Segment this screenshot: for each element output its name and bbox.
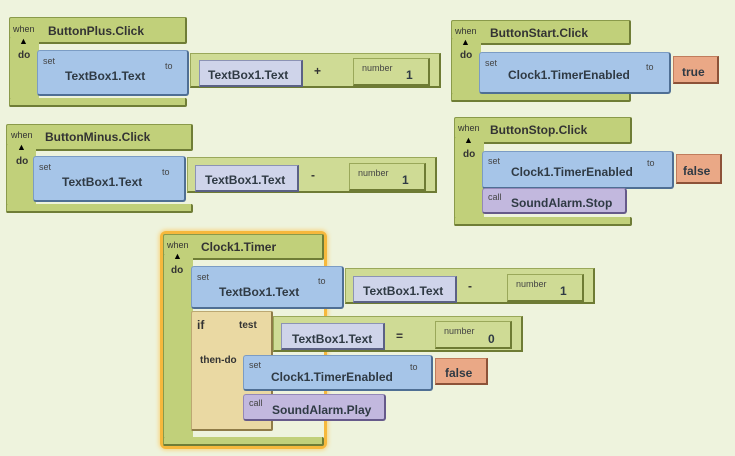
to-label: to xyxy=(646,62,654,72)
when-label: when xyxy=(167,240,189,250)
number-value[interactable]: 1 xyxy=(406,68,413,82)
test-label: test xyxy=(239,320,257,331)
boolean-false-block[interactable]: false xyxy=(435,358,488,385)
collapse-triangle-icon[interactable]: ▲ xyxy=(173,251,182,261)
do-label: do xyxy=(463,149,476,160)
call-label: call xyxy=(488,192,502,202)
call-method: SoundAlarm.Stop xyxy=(511,196,613,210)
event-block-buttonstart-click[interactable]: when ▲ ButtonStart.Click do xyxy=(451,20,631,102)
getter-label: TextBox1.Text xyxy=(292,332,373,346)
event-name: ButtonMinus.Click xyxy=(45,130,151,144)
do-label: do xyxy=(16,156,29,167)
number-block[interactable]: number 0 xyxy=(435,321,512,349)
operator-equals: = xyxy=(396,329,404,343)
event-footer xyxy=(163,437,324,446)
collapse-triangle-icon[interactable]: ▲ xyxy=(464,135,473,145)
event-block-clock1-timer[interactable]: when ▲ Clock1.Timer do xyxy=(163,234,324,446)
number-value[interactable]: 1 xyxy=(560,284,567,298)
event-do-column xyxy=(9,37,39,107)
number-label: number xyxy=(358,168,389,178)
set-label: set xyxy=(43,56,56,66)
set-target: TextBox1.Text xyxy=(219,285,300,299)
when-label: when xyxy=(11,130,33,140)
collapse-triangle-icon[interactable]: ▲ xyxy=(19,36,28,46)
set-block-clock1-timerenabled[interactable]: set Clock1.TimerEnabled to xyxy=(482,151,674,189)
when-label: when xyxy=(455,26,477,36)
event-footer xyxy=(454,217,632,226)
getter-textbox1-text[interactable]: TextBox1.Text xyxy=(195,165,299,192)
boolean-value[interactable]: false xyxy=(683,164,711,178)
set-label: set xyxy=(249,360,262,370)
event-name: Clock1.Timer xyxy=(201,240,277,254)
to-label: to xyxy=(647,158,655,168)
operator-plus: + xyxy=(314,64,322,78)
set-label: set xyxy=(485,58,498,68)
set-block-clock1-timerenabled[interactable]: set Clock1.TimerEnabled to xyxy=(479,52,671,94)
then-do-label: then-do xyxy=(200,355,237,366)
getter-textbox1-text[interactable]: TextBox1.Text xyxy=(199,60,303,87)
event-footer xyxy=(9,98,187,107)
event-header[interactable] xyxy=(451,20,631,45)
event-do-column xyxy=(163,254,193,446)
boolean-value[interactable]: true xyxy=(682,65,705,79)
set-target: TextBox1.Text xyxy=(65,69,146,83)
do-label: do xyxy=(171,265,184,276)
do-label: do xyxy=(460,50,473,61)
event-do-column xyxy=(454,137,484,226)
event-footer xyxy=(6,204,193,213)
number-label: number xyxy=(516,279,547,289)
number-value[interactable]: 1 xyxy=(402,173,409,187)
call-block-soundalarm-stop[interactable]: call SoundAlarm.Stop xyxy=(482,188,627,214)
number-block[interactable]: number 1 xyxy=(349,163,426,191)
when-label: when xyxy=(458,123,480,133)
event-name: ButtonStop.Click xyxy=(490,123,588,137)
to-label: to xyxy=(165,61,173,71)
getter-label: TextBox1.Text xyxy=(205,173,286,187)
operator-minus: - xyxy=(311,168,315,182)
boolean-false-block[interactable]: false xyxy=(676,154,722,184)
event-do-column xyxy=(6,144,36,213)
number-value[interactable]: 0 xyxy=(488,332,495,346)
event-footer xyxy=(451,93,631,102)
set-label: set xyxy=(197,272,210,282)
when-label: when xyxy=(13,24,35,34)
if-label: if xyxy=(197,318,205,332)
getter-textbox1-text[interactable]: TextBox1.Text xyxy=(353,276,457,303)
set-block-textbox1-text[interactable]: set TextBox1.Text to xyxy=(191,266,344,309)
do-label: do xyxy=(18,50,31,61)
set-target: Clock1.TimerEnabled xyxy=(508,68,630,82)
boolean-value[interactable]: false xyxy=(445,366,473,380)
event-name: ButtonPlus.Click xyxy=(48,24,145,38)
event-block-buttonplus-click[interactable]: when ▲ ButtonPlus.Click do xyxy=(9,17,187,107)
operator-minus: - xyxy=(468,279,472,293)
set-target: Clock1.TimerEnabled xyxy=(511,165,633,179)
number-block[interactable]: number 1 xyxy=(353,58,430,86)
call-block-soundalarm-play[interactable]: call SoundAlarm.Play xyxy=(243,394,386,421)
call-method: SoundAlarm.Play xyxy=(272,403,372,417)
event-header[interactable] xyxy=(6,124,193,151)
set-block-textbox1-text[interactable]: set TextBox1.Text to xyxy=(37,50,189,96)
getter-label: TextBox1.Text xyxy=(208,68,289,82)
number-block[interactable]: number 1 xyxy=(507,274,584,302)
event-block-buttonminus-click[interactable]: when ▲ ButtonMinus.Click do xyxy=(6,124,193,213)
set-target: TextBox1.Text xyxy=(62,175,143,189)
collapse-triangle-icon[interactable]: ▲ xyxy=(461,37,470,47)
event-name: ButtonStart.Click xyxy=(490,26,589,40)
to-label: to xyxy=(318,276,326,286)
set-target: Clock1.TimerEnabled xyxy=(271,370,393,384)
boolean-true-block[interactable]: true xyxy=(673,56,719,84)
set-block-clock1-timerenabled[interactable]: set Clock1.TimerEnabled to xyxy=(243,355,433,391)
getter-label: TextBox1.Text xyxy=(363,284,444,298)
call-label: call xyxy=(249,398,263,408)
to-label: to xyxy=(162,167,170,177)
getter-textbox1-text[interactable]: TextBox1.Text xyxy=(281,323,385,350)
number-label: number xyxy=(362,63,393,73)
event-block-buttonstop-click[interactable]: when ▲ ButtonStop.Click do xyxy=(454,117,632,226)
set-block-textbox1-text[interactable]: set TextBox1.Text to xyxy=(33,156,186,202)
set-label: set xyxy=(39,162,52,172)
collapse-triangle-icon[interactable]: ▲ xyxy=(17,142,26,152)
to-label: to xyxy=(410,362,418,372)
set-label: set xyxy=(488,156,501,166)
number-label: number xyxy=(444,326,475,336)
